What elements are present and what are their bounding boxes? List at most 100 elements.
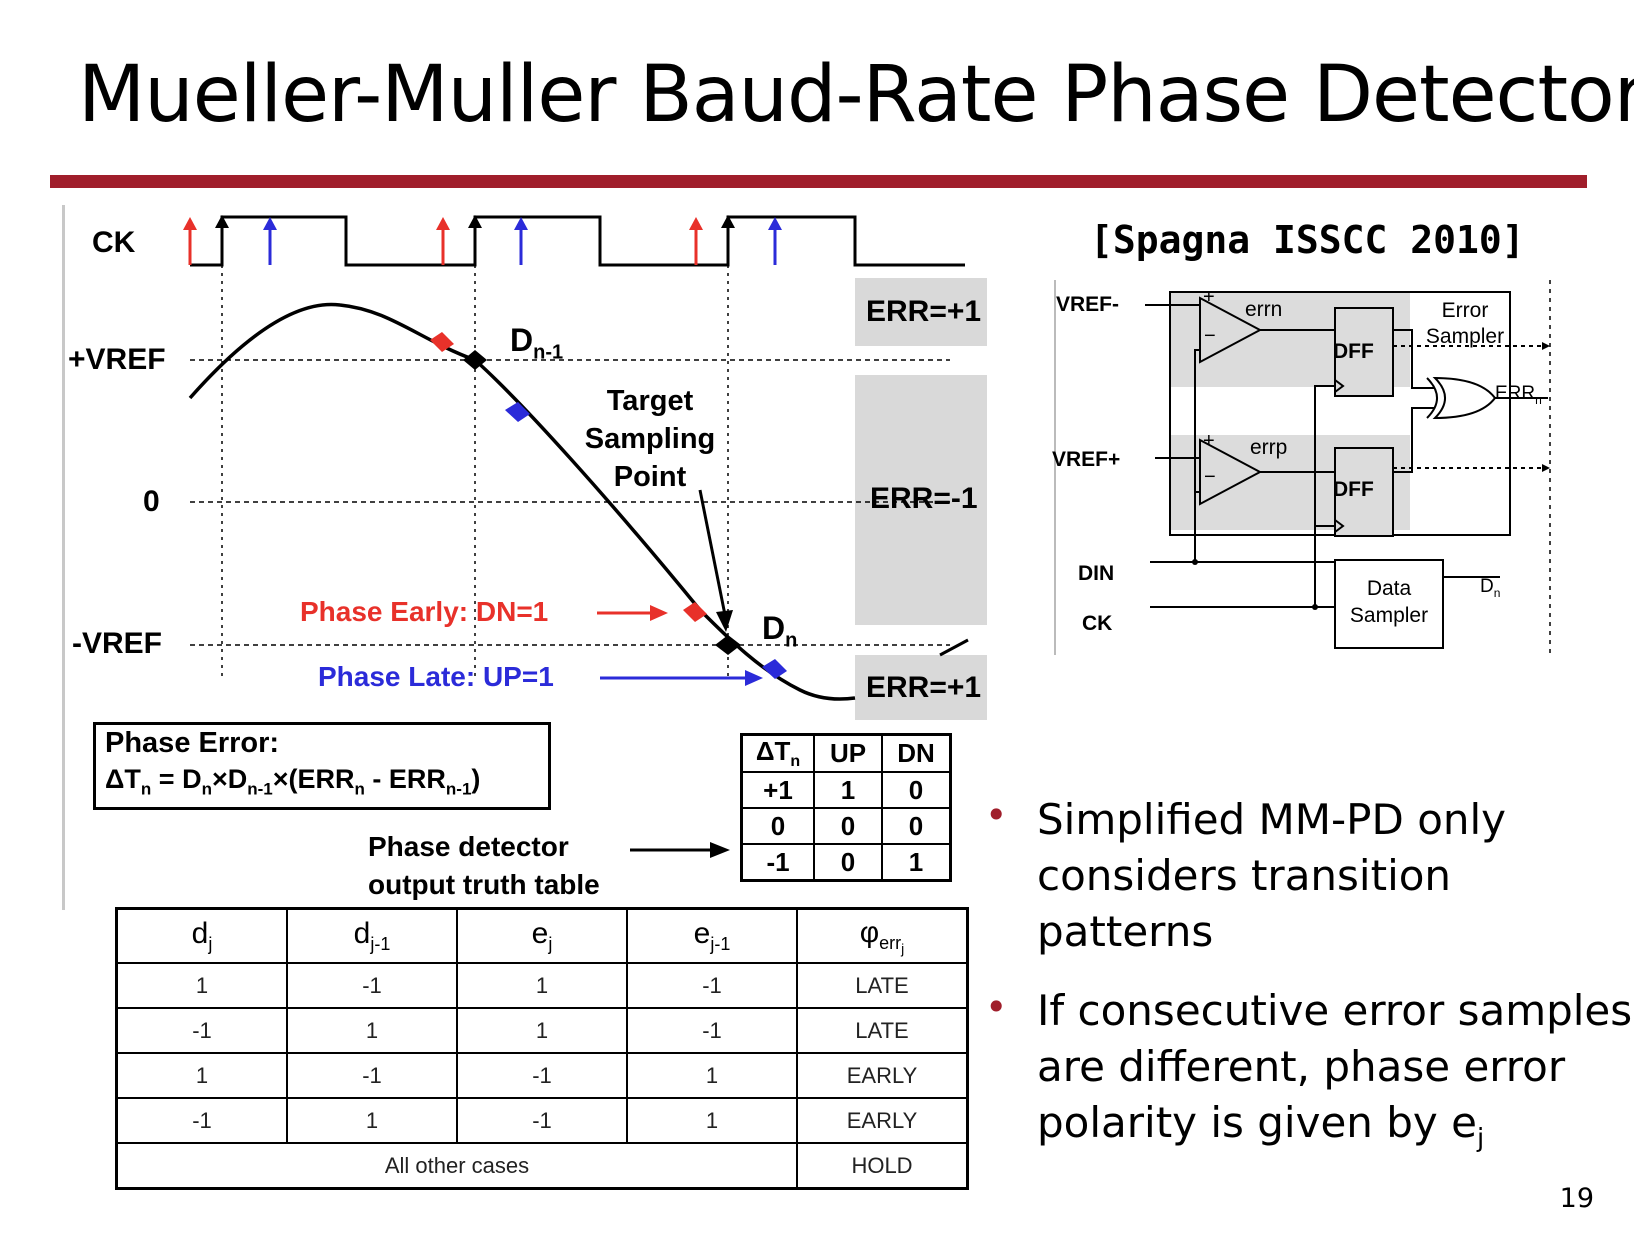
waveform-diagram: [183, 215, 969, 858]
table-cell: 1: [456, 962, 628, 1009]
err-box-bottom: [855, 655, 987, 720]
phase-error-box: [93, 722, 551, 810]
circuit-ck-label: CK: [1082, 612, 1113, 635]
table-cell: -1: [456, 1052, 628, 1099]
bullet-dot-2: •: [985, 985, 1008, 1029]
truth-cell: 0: [881, 771, 952, 810]
comparator-errn: [1199, 296, 1263, 364]
dff-bottom: [1334, 447, 1394, 537]
table-cell: -1: [286, 962, 458, 1009]
truth-cell: 1: [881, 843, 952, 882]
table-cell: 1: [626, 1097, 798, 1144]
phase-error-equation: ΔTn = Dn×Dn-1×(ERRn - ERRn-1): [105, 764, 481, 799]
table-cell-merged: All other cases: [115, 1142, 798, 1190]
table-cell: EARLY: [796, 1097, 969, 1144]
table-cell: 1: [456, 1007, 628, 1054]
errn-label: errn: [1245, 298, 1283, 321]
late-marker-1: [505, 402, 530, 422]
dff-top: [1334, 307, 1394, 397]
table-row: 1 -1 -1 1 EARLY: [115, 1052, 969, 1099]
truth-table: ΔTn UP DN +1 1 0 0 0 0 -1 0 1: [740, 733, 952, 883]
header-ej: ej: [456, 907, 628, 964]
table-row: 1 -1 1 -1 LATE: [115, 962, 969, 1009]
truth-cell: 0: [813, 807, 883, 846]
circuit-schematic: [1054, 280, 1551, 655]
err-bottom-label: ERR=+1: [866, 671, 982, 704]
truth-header-up: UP: [813, 733, 883, 774]
truth-header-dt: ΔTn: [740, 733, 815, 774]
table-cell: 1: [115, 1052, 288, 1099]
table-cell: -1: [626, 962, 798, 1009]
early-marker-2: [683, 602, 707, 622]
errn-output-label: ERRn: [1495, 383, 1542, 407]
clock-waveform: [190, 215, 965, 267]
signal-curve: [188, 302, 856, 701]
din-label: DIN: [1078, 562, 1115, 585]
plus-sign-bottom: +: [1203, 430, 1215, 452]
dn-label: Dn: [762, 610, 798, 652]
table-cell: 1: [626, 1052, 798, 1099]
phase-early-label: Phase Early: DN=1: [300, 596, 549, 627]
truth-cell: 1: [813, 771, 883, 810]
vref-minus-label: VREF-: [1056, 293, 1119, 316]
decision-table-header: dj dj-1 ej ej-1 φerrj: [115, 907, 969, 964]
neg-vref-label: -VREF: [72, 627, 162, 660]
truth-cell: 0: [813, 843, 883, 882]
data-sampler-box: [1334, 559, 1444, 649]
minus-sign-top: −: [1204, 325, 1216, 347]
table-row: All other cases HOLD: [115, 1142, 969, 1190]
err-top-label: ERR=+1: [866, 295, 982, 328]
vref-plus-label: VREF+: [1052, 448, 1121, 471]
dn-output-label: Dn: [1480, 576, 1501, 600]
table-cell: HOLD: [796, 1142, 969, 1190]
table-row: -1 1 -1 1 EARLY: [115, 1097, 969, 1144]
bullet-2: If consecutive error samples are differe…: [1037, 986, 1633, 1154]
truth-table-row: +1 1 0: [740, 771, 952, 810]
truth-table-label: Phase detector output truth table: [368, 831, 600, 900]
dff-top-label: DFF: [1333, 340, 1374, 363]
pos-vref-label: +VREF: [68, 343, 166, 376]
truth-table-row: 0 0 0: [740, 807, 952, 846]
early-marker-1: [430, 332, 454, 352]
ck-label: CK: [92, 226, 136, 259]
truth-cell: 0: [740, 807, 815, 846]
errp-label: errp: [1250, 436, 1288, 459]
plus-sign-top: +: [1203, 286, 1215, 308]
title-divider: [50, 175, 1587, 188]
truth-cell: +1: [740, 771, 815, 810]
truth-cell: -1: [740, 843, 815, 882]
err-box-mid: [855, 375, 987, 625]
header-dj-1: dj-1: [286, 907, 458, 964]
phase-error-title: Phase Error:: [105, 727, 280, 759]
xor-gate: [1432, 376, 1497, 420]
citation: [Spagna ISSCC 2010]: [1090, 218, 1525, 262]
dn1-sample-marker: [463, 350, 487, 370]
page-number: 19: [1559, 1183, 1594, 1214]
truth-cell: 0: [881, 807, 952, 846]
table-cell: 1: [115, 962, 288, 1009]
truth-header-dn: DN: [881, 733, 952, 774]
table-row: -1 1 1 -1 LATE: [115, 1007, 969, 1054]
target-sampling-label: Target Sampling Point: [584, 385, 716, 493]
figure-border: [62, 205, 65, 910]
data-sampler-label: Data Sampler: [1349, 577, 1429, 627]
phase-late-label: Phase Late: UP=1: [318, 661, 554, 692]
table-cell: -1: [286, 1052, 458, 1099]
dn1-label: Dn-1: [510, 322, 564, 364]
bullet-dot-1: •: [985, 793, 1008, 837]
zero-label: 0: [143, 485, 160, 518]
table-cell: LATE: [796, 962, 969, 1009]
truth-table-row: -1 0 1: [740, 843, 952, 882]
table-cell: 1: [286, 1097, 458, 1144]
table-cell: -1: [115, 1097, 288, 1144]
err-box-top: [855, 278, 987, 346]
table-cell: -1: [115, 1007, 288, 1054]
page-title: Mueller-Muller Baud-Rate Phase Detector: [78, 50, 1634, 140]
table-cell: LATE: [796, 1007, 969, 1054]
header-ej-1: ej-1: [626, 907, 798, 964]
header-dj: dj: [115, 907, 288, 964]
table-cell: EARLY: [796, 1052, 969, 1099]
clock-edge-arrows: [183, 215, 782, 265]
table-cell: 1: [286, 1007, 458, 1054]
phase-decision-table: dj dj-1 ej ej-1 φerrj 1 -1 1 -1 LATE -1 …: [115, 907, 969, 1190]
